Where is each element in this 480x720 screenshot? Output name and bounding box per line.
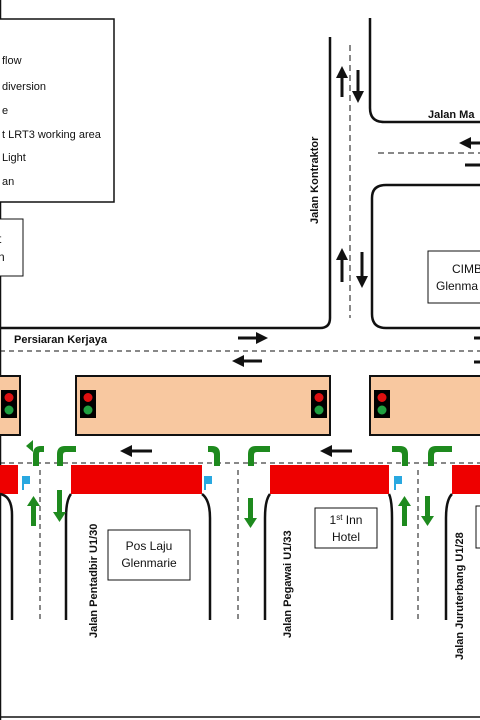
diversion-arrow-icon [392, 446, 408, 466]
legend-box [0, 18, 115, 203]
work-area-center [75, 375, 331, 436]
diversion-arrow-icon [57, 446, 76, 466]
cimb-block-edge [370, 183, 480, 330]
diversion-arrow-icon [31, 504, 36, 526]
diversion-arrows [26, 440, 452, 528]
lrt3-work-areas [0, 375, 480, 436]
road-label-jalan-ma: Jalan Ma [428, 109, 475, 121]
traffic-light-icon [311, 390, 327, 418]
diversion-arrow-icon [402, 504, 407, 526]
inn-hotel-line1: 1st Inn [330, 513, 363, 527]
road-label-jalan-juruterbang: Jalan Juruterbang U1/28 [454, 532, 466, 660]
road-label-jalan-pentadbir: Jalan Pentadbir U1/30 [88, 524, 100, 638]
diversion-arrow-icon [425, 496, 430, 518]
building-left-partial: t n [0, 218, 24, 277]
road-closures [0, 465, 480, 494]
diversion-arrow-icon [244, 518, 257, 528]
diversion-arrow-icon [421, 516, 434, 526]
legend-item-5: an [2, 176, 14, 188]
diversion-arrow-icon [57, 490, 62, 514]
diversion-arrow-icon [248, 446, 270, 466]
traffic-lights [1, 390, 390, 418]
diversion-arrow-icon [26, 440, 33, 452]
building-pos-laju: Pos Laju Glenmarie [107, 529, 191, 581]
cimb-line2: Glenma [436, 279, 478, 293]
building-cimb: CIMB Glenma [427, 250, 480, 304]
legend-item-2: e [2, 105, 8, 117]
pos-laju-line1: Pos Laju [126, 539, 173, 553]
traffic-light-icon [1, 390, 17, 418]
diversion-arrow-icon [398, 496, 411, 506]
side-road-edges [0, 492, 453, 620]
legend-item-0: flow [2, 55, 22, 67]
flow-arrows [120, 66, 480, 457]
closure-3 [270, 465, 389, 494]
diversion-arrow-icon [248, 498, 253, 520]
jalan-kontraktor-east-edge [368, 18, 480, 124]
jalan-kontraktor-west-edge [0, 37, 332, 330]
diversion-arrow-icon [208, 446, 220, 466]
flag-icon [22, 476, 30, 490]
flag-icon [204, 476, 212, 490]
legend-item-3: t LRT3 working area [2, 129, 102, 141]
traffic-light-icon [80, 390, 96, 418]
closure-2 [71, 465, 202, 494]
closure-1 [0, 465, 18, 494]
flag-icon [394, 476, 402, 490]
building-right-partial [475, 505, 480, 549]
side-road-centerlines [39, 470, 419, 620]
diversion-arrow-icon [33, 446, 44, 466]
traffic-light-icon [374, 390, 390, 418]
diversion-arrow-icon [428, 446, 452, 466]
flags [22, 476, 402, 490]
building-left-line2: n [0, 250, 5, 264]
road-label-persiaran-kerjaya: Persiaran Kerjaya [14, 334, 108, 346]
road-label-jalan-pegawai: Jalan Pegawai U1/33 [282, 530, 294, 638]
building-left-line1: t [0, 232, 2, 246]
legend-item-1: diversion [2, 81, 46, 93]
diversion-arrow-icon [27, 496, 40, 506]
inn-hotel-line2: Hotel [332, 530, 360, 544]
closure-4 [452, 465, 480, 494]
pos-laju-line2: Glenmarie [121, 556, 177, 570]
diversion-arrow-icon [53, 512, 66, 522]
road-label-jalan-kontraktor: Jalan Kontraktor [309, 136, 321, 224]
legend-item-4: Light [2, 152, 26, 164]
legend: flow diversion e t LRT3 working area Lig… [0, 18, 115, 203]
cimb-line1: CIMB [452, 262, 480, 276]
building-inn-hotel: 1st Inn Hotel [314, 507, 378, 549]
